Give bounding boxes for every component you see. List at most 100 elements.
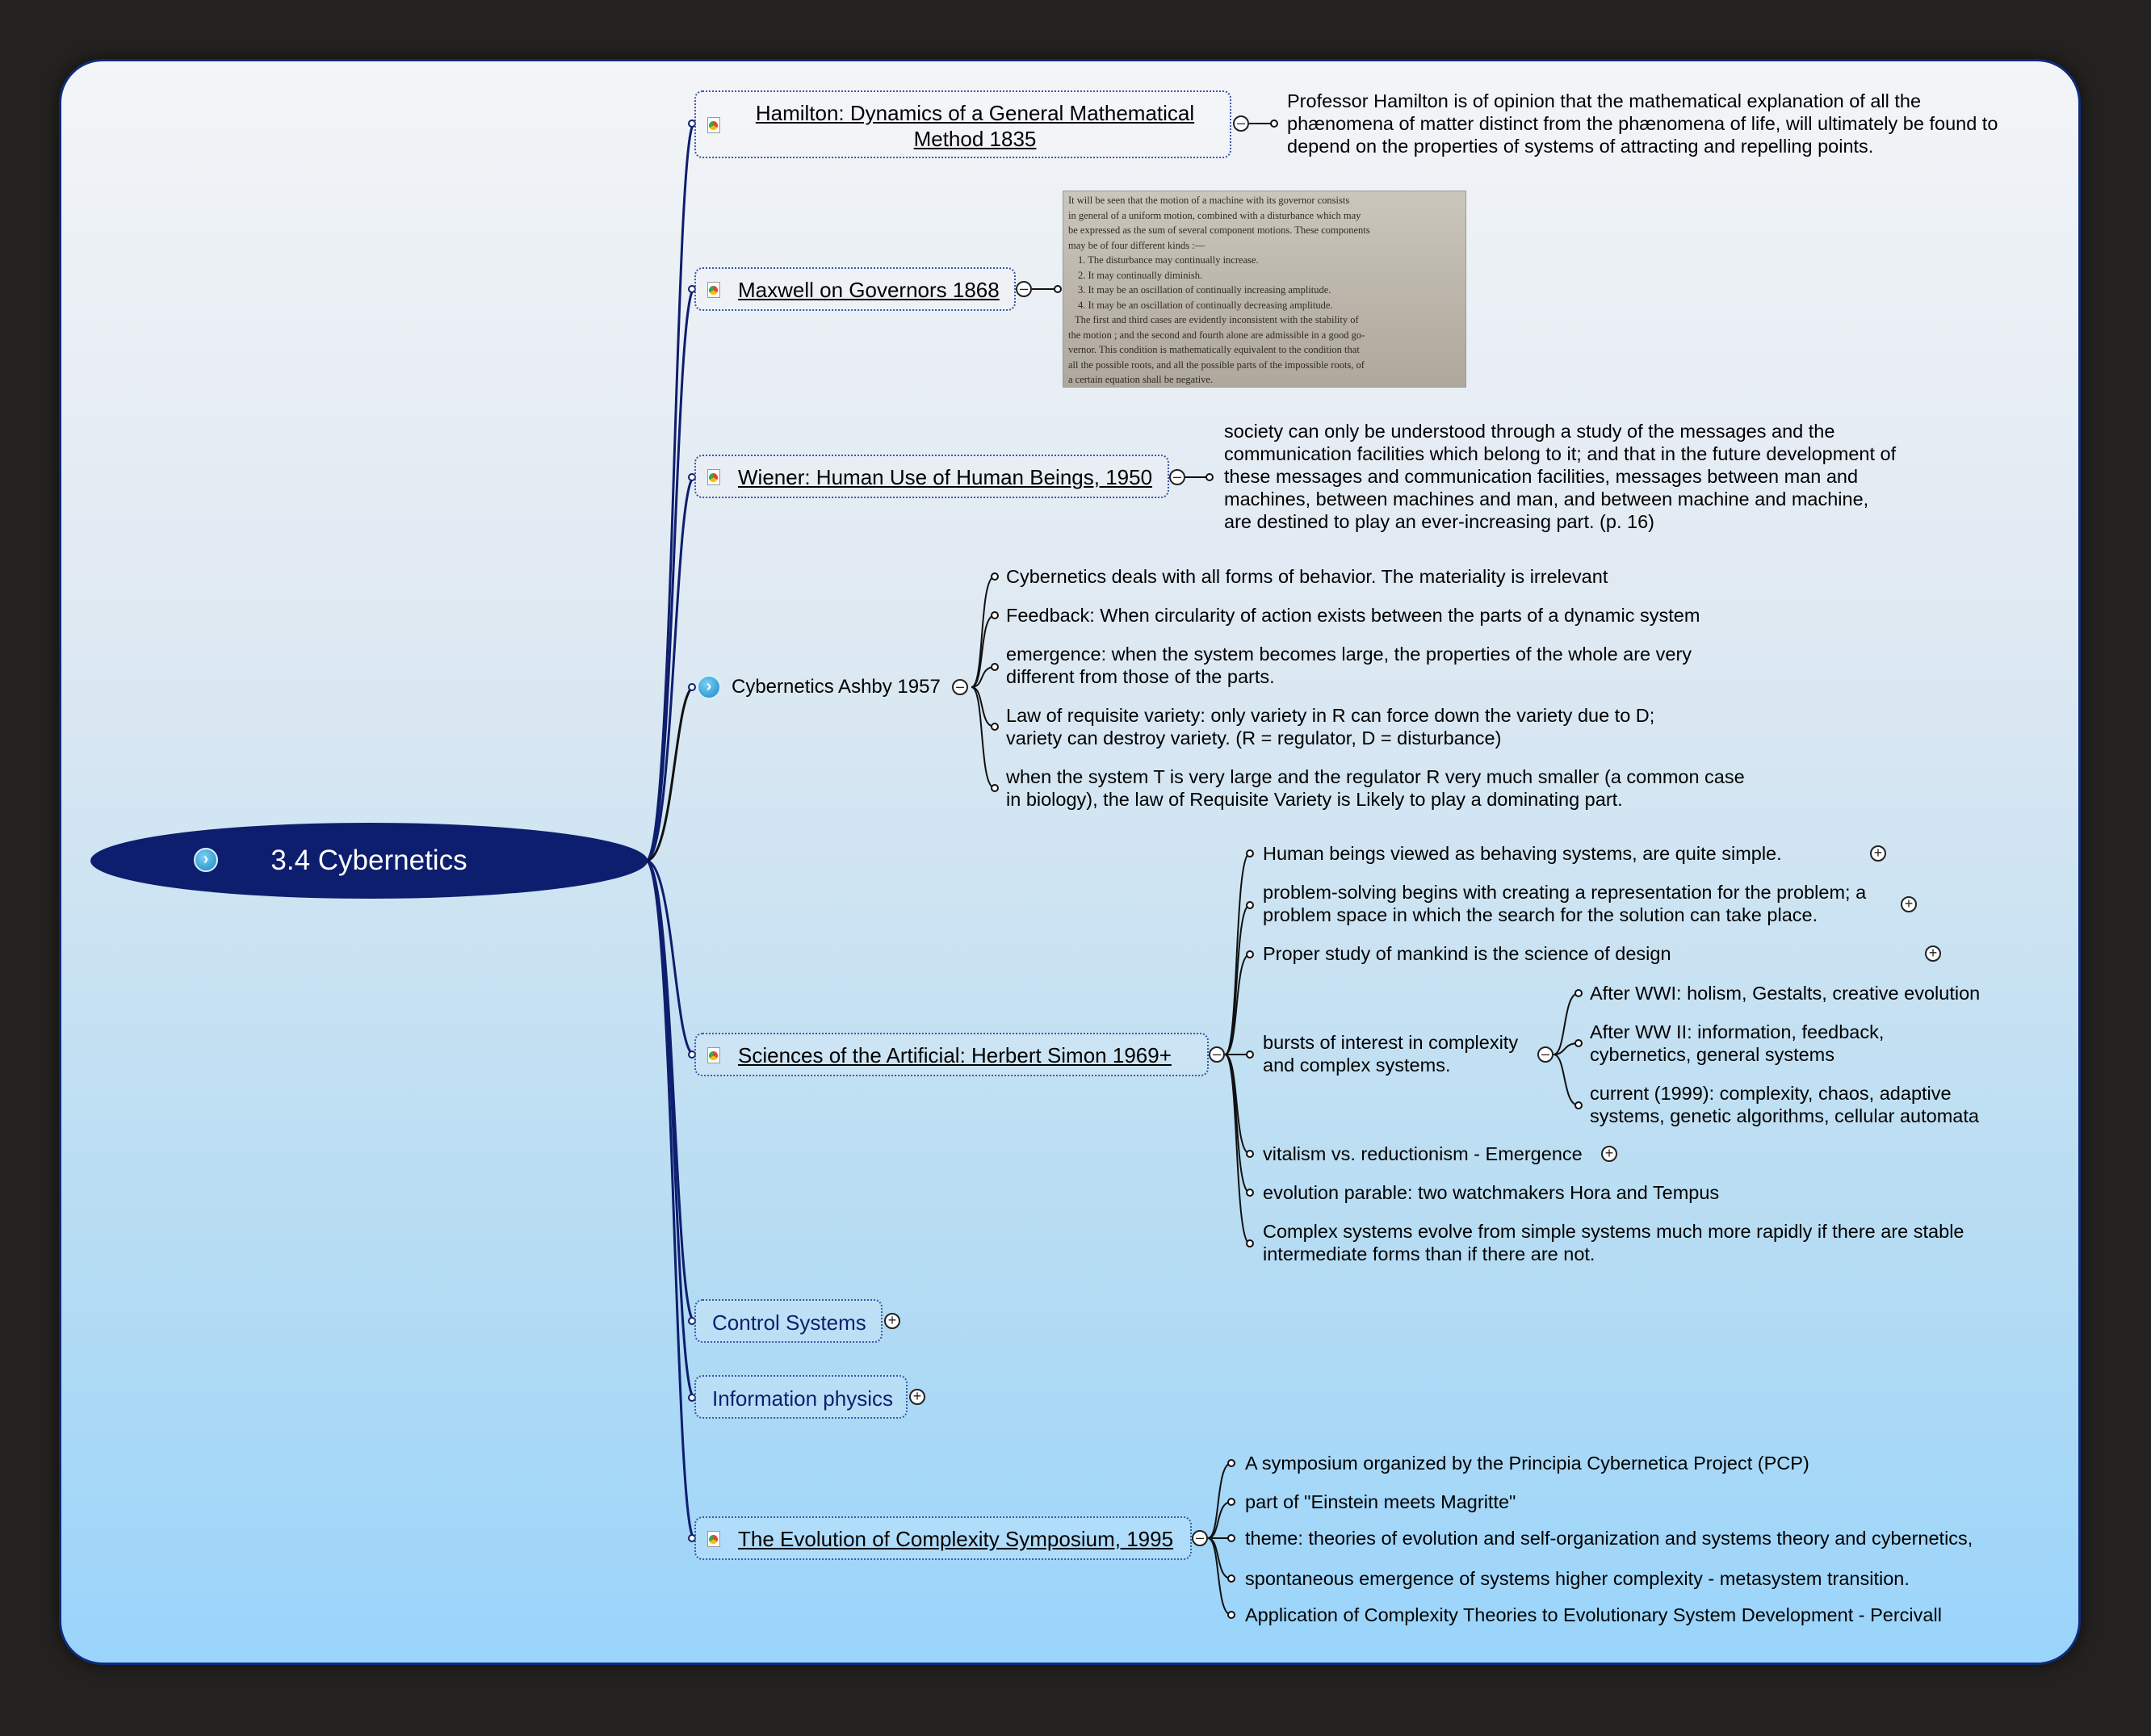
child-line: spontaneous emergence of systems higher … — [1245, 1568, 1910, 1589]
simon-child: vitalism vs. reductionism - Emergence — [1263, 1143, 1583, 1165]
topic-simon-title[interactable]: Sciences of the Artificial: Herbert Simo… — [738, 1043, 1172, 1067]
note-line: machines, between machines and man, and … — [1224, 489, 1869, 509]
collapse-toggle[interactable]: – — [1233, 115, 1249, 132]
topic-hamilton-title-line2[interactable]: Method 1835 — [913, 127, 1037, 151]
scan-line: all the possible roots, and all the poss… — [1068, 359, 1365, 371]
scan-line: 4. It may be an oscillation of continual… — [1078, 299, 1333, 311]
evolution-child: theme: theories of evolution and self-or… — [1245, 1527, 1973, 1549]
ashby-child: Law of requisite variety: only variety i… — [1006, 704, 1654, 749]
topic-maxwell[interactable]: Maxwell on Governors 1868 — [694, 267, 1016, 311]
scan-line: 1. The disturbance may continually incre… — [1078, 254, 1259, 266]
expand-toggle[interactable]: + — [884, 1313, 900, 1329]
topic-wiener[interactable]: Wiener: Human Use of Human Beings, 1950 — [694, 455, 1169, 498]
topic-information-physics[interactable]: Information physics — [694, 1375, 908, 1419]
topic-maxwell-title[interactable]: Maxwell on Governors 1868 — [738, 278, 1000, 302]
note-line: depend on the properties of systems of a… — [1287, 136, 1874, 157]
evolution-child: part of "Einstein meets Magritte" — [1245, 1491, 1516, 1513]
scan-line: the motion ; and the second and fourth a… — [1068, 329, 1365, 341]
child-line: variety can destroy variety. (R = regula… — [1006, 728, 1502, 748]
child-line: current (1999): complexity, chaos, adapt… — [1590, 1083, 1952, 1104]
ashby-child: Cybernetics deals with all forms of beha… — [1006, 565, 1608, 588]
topic-evolution-complexity[interactable]: The Evolution of Complexity Symposium, 1… — [694, 1516, 1192, 1560]
bursts-child: current (1999): complexity, chaos, adapt… — [1590, 1082, 1979, 1127]
evolution-child: spontaneous emergence of systems higher … — [1245, 1567, 1910, 1590]
ashby-child: Feedback: When circularity of action exi… — [1006, 604, 1700, 627]
child-line: Human beings viewed as behaving systems,… — [1263, 843, 1782, 864]
topic-wiener-title[interactable]: Wiener: Human Use of Human Beings, 1950 — [738, 465, 1153, 489]
note-line: society can only be understood through a… — [1224, 421, 1835, 442]
collapse-toggle[interactable]: – — [1169, 469, 1185, 485]
hamilton-note: Professor Hamilton is of opinion that th… — [1287, 90, 1998, 157]
topic-evolution-complexity-title[interactable]: The Evolution of Complexity Symposium, 1… — [738, 1527, 1174, 1551]
topic-ashby-title[interactable]: Cybernetics Ashby 1957 — [732, 676, 941, 698]
evolution-child: Application of Complexity Theories to Ev… — [1245, 1604, 1942, 1626]
child-line: when the system T is very large and the … — [1006, 766, 1745, 787]
collapse-toggle[interactable]: – — [1209, 1046, 1225, 1063]
child-line: Complex systems evolve from simple syste… — [1263, 1221, 1964, 1242]
expand-toggle[interactable]: + — [1925, 946, 1941, 962]
expand-toggle[interactable]: + — [909, 1389, 925, 1405]
child-line: Application of Complexity Theories to Ev… — [1245, 1604, 1942, 1625]
topic-hamilton[interactable]: Hamilton: Dynamics of a General Mathemat… — [694, 90, 1231, 158]
scan-line: It will be seen that the motion of a mac… — [1068, 195, 1350, 206]
child-line: in biology), the law of Requisite Variet… — [1006, 789, 1623, 810]
note-line: Professor Hamilton is of opinion that th… — [1287, 90, 1922, 111]
child-line: After WW II: information, feedback, — [1590, 1021, 1885, 1042]
topic-control-systems-title[interactable]: Control Systems — [712, 1310, 866, 1335]
topic-information-physics-title[interactable]: Information physics — [712, 1386, 893, 1411]
simon-child: Complex systems evolve from simple syste… — [1263, 1220, 1964, 1265]
collapse-toggle[interactable]: – — [1192, 1530, 1208, 1546]
child-line: systems, genetic algorithms, cellular au… — [1590, 1105, 1979, 1126]
document-link-icon — [707, 1047, 720, 1063]
scan-line: 3. It may be an oscillation of continual… — [1078, 284, 1331, 296]
bursts-child: After WWI: holism, Gestalts, creative ev… — [1590, 982, 1980, 1004]
expand-toggle[interactable]: + — [1601, 1146, 1617, 1162]
child-line: evolution parable: two watchmakers Hora … — [1263, 1182, 1720, 1203]
child-line: emergence: when the system becomes large… — [1006, 644, 1692, 665]
root-topic[interactable]: › 3.4 Cybernetics — [90, 823, 648, 899]
wiener-note: society can only be understood through a… — [1224, 420, 1896, 533]
simon-child: evolution parable: two watchmakers Hora … — [1263, 1181, 1719, 1204]
note-line: phænomena of matter distinct from the ph… — [1287, 113, 1998, 134]
child-line: theme: theories of evolution and self-or… — [1245, 1528, 1973, 1549]
topic-hamilton-title-line1[interactable]: Hamilton: Dynamics of a General Mathemat… — [755, 101, 1195, 125]
expand-toggle[interactable]: + — [1901, 896, 1917, 912]
child-line: intermediate forms than if there are not… — [1263, 1243, 1595, 1264]
child-line: cybernetics, general systems — [1590, 1044, 1835, 1065]
evolution-child: A symposium organized by the Principia C… — [1245, 1452, 1809, 1474]
expand-toggle[interactable]: + — [1870, 845, 1886, 862]
document-link-icon — [707, 469, 720, 485]
collapse-toggle[interactable]: – — [1016, 281, 1032, 297]
child-line: problem space in which the search for th… — [1263, 904, 1818, 925]
ashby-child: when the system T is very large and the … — [1006, 765, 1745, 811]
scan-line: vernor. This condition is mathematically… — [1068, 344, 1360, 355]
child-line: Proper study of mankind is the science o… — [1263, 943, 1671, 964]
governor-text-image: It will be seen that the motion of a mac… — [1063, 191, 1466, 388]
scan-line: The first and third cases are evidently … — [1075, 314, 1359, 325]
note-line: these messages and communication facilit… — [1224, 466, 1859, 487]
simon-child: bursts of interest in complexity and com… — [1263, 1031, 1518, 1076]
child-line: A symposium organized by the Principia C… — [1245, 1453, 1809, 1474]
navigate-icon[interactable]: › — [194, 848, 218, 872]
simon-child: problem-solving begins with creating a r… — [1263, 881, 1866, 926]
collapse-toggle[interactable]: – — [1537, 1046, 1554, 1063]
child-line: Cybernetics deals with all forms of beha… — [1006, 566, 1608, 587]
navigate-icon[interactable]: › — [697, 675, 721, 699]
topic-control-systems[interactable]: Control Systems — [694, 1299, 883, 1343]
document-link-icon — [707, 117, 720, 133]
scan-line: may be of four different kinds :— — [1068, 239, 1205, 251]
child-line: bursts of interest in complexity — [1263, 1032, 1519, 1053]
scan-line: a certain equation shall be negative. — [1068, 374, 1214, 385]
child-line: Law of requisite variety: only variety i… — [1006, 705, 1655, 726]
child-line: and complex systems. — [1263, 1055, 1451, 1076]
child-line: After WWI: holism, Gestalts, creative ev… — [1590, 983, 1981, 1004]
simon-child: Human beings viewed as behaving systems,… — [1263, 842, 1782, 865]
note-line: are destined to play an ever-increasing … — [1224, 511, 1654, 532]
topic-simon[interactable]: Sciences of the Artificial: Herbert Simo… — [694, 1033, 1209, 1076]
collapse-toggle[interactable]: – — [952, 679, 968, 695]
document-link-icon — [707, 1531, 720, 1547]
child-line: problem-solving begins with creating a r… — [1263, 882, 1867, 903]
scan-line: in general of a uniform motion, combined… — [1068, 209, 1361, 221]
ashby-child: emergence: when the system becomes large… — [1006, 643, 1692, 688]
